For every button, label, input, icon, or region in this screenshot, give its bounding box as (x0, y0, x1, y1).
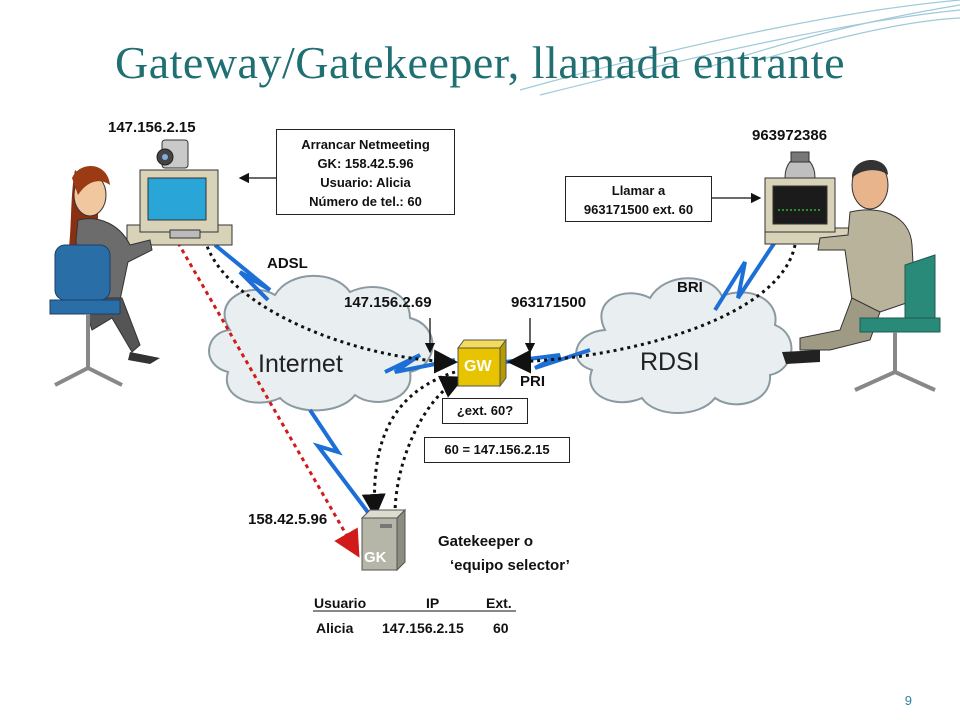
internet-cloud-label: Internet (258, 350, 343, 378)
gw-device-label: GW (464, 358, 492, 375)
extension-answer-box: 60 = 147.156.2.15 (424, 437, 570, 463)
table-header-ext: Ext. (486, 595, 512, 611)
page-title: Gateway/Gatekeeper, llamada entrante (114, 37, 846, 88)
signalling-paths (203, 239, 797, 518)
rdsi-cloud-label: RDSI (640, 348, 700, 376)
table-cell-ext: 60 (493, 620, 509, 636)
bri-link (713, 240, 777, 312)
woman-user-figure (49, 165, 160, 387)
adsl-link (213, 243, 272, 302)
red-login-path (160, 214, 360, 558)
gw-number-label: 963171500 (511, 294, 587, 311)
gatekeeper-device (360, 508, 407, 572)
call-line-2: 963171500 ext. 60 (583, 202, 694, 217)
videophone-terminal (764, 151, 856, 245)
gk-caption-line1: Gatekeeper o (438, 533, 534, 550)
netmeeting-instructions-box: Arrancar Netmeeting GK: 158.42.5.96 Usua… (276, 129, 455, 215)
decorative-swoosh (519, 0, 960, 96)
gw-rdsi-link (504, 348, 591, 370)
rdsi-cloud (575, 277, 793, 414)
gk-device-label: GK (364, 549, 387, 566)
internet-gw-link (384, 353, 456, 374)
gk-caption-line2: ‘equipo selector’ (450, 557, 570, 574)
netmeeting-line-4: Número de tel.: 60 (309, 194, 422, 209)
page-number: 9 (904, 693, 912, 708)
internet-cloud (208, 274, 434, 412)
gk-ip-label: 158.42.5.96 (248, 511, 328, 528)
netmeeting-line-1: Arrancar Netmeeting (301, 137, 430, 152)
table-header-ip: IP (426, 595, 440, 611)
table-cell-ip: 147.156.2.15 (382, 620, 464, 636)
man-user-figure (782, 160, 941, 392)
adsl-label: ADSL (267, 255, 308, 272)
netmeeting-line-2: GK: 158.42.5.96 (317, 156, 414, 171)
pri-label: PRI (520, 373, 546, 390)
call-instructions-box: Llamar a 963171500 ext. 60 (565, 176, 712, 222)
bri-label: BRI (677, 279, 703, 296)
table-cell-user: Alicia (316, 620, 354, 636)
table-header-usuario: Usuario (314, 595, 367, 611)
gateway-device (457, 338, 507, 388)
webcam-icon (156, 139, 189, 169)
callout-arrows (238, 172, 762, 354)
phone-number-label: 963972386 (752, 127, 828, 144)
netmeeting-line-3: Usuario: Alicia (320, 175, 411, 190)
client-ip-label: 147.156.2.15 (108, 119, 196, 136)
client-pc (126, 169, 233, 246)
gw-ip-label: 147.156.2.69 (344, 294, 432, 311)
call-line-1: Llamar a (611, 183, 666, 198)
extension-query-box: ¿ext. 60? (442, 398, 528, 424)
internet-gk-link (308, 408, 372, 517)
